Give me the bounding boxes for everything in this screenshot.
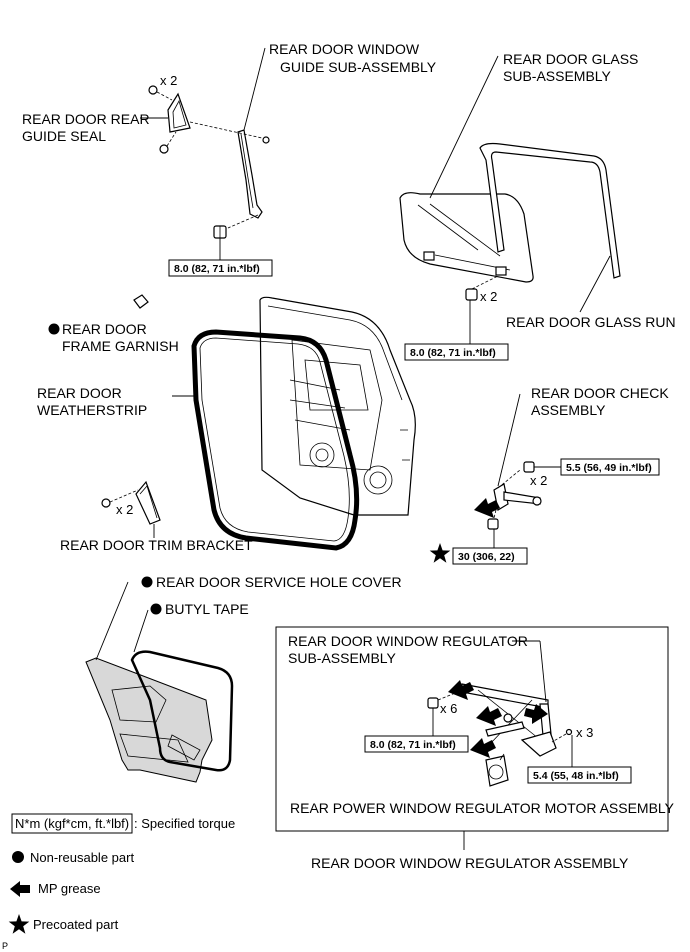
grease-arrow-1 (448, 680, 474, 700)
glass-leader (429, 55, 499, 199)
label-motor: REAR POWER WINDOW REGULATOR MOTOR ASSEMB… (290, 800, 675, 816)
corner-mark: P (2, 941, 8, 951)
legend-torque-box (11, 813, 133, 834)
service-hole-cover (85, 657, 213, 783)
motor-screw (551, 728, 573, 743)
label-regulator-1: REAR DOOR WINDOW REGULATOR (288, 633, 528, 649)
grease-arrow-check (474, 498, 500, 518)
label-trim-bracket: REAR DOOR TRIM BRACKET (60, 537, 253, 553)
label-check-2: ASSEMBLY (531, 402, 606, 418)
legend-grease: MP grease (38, 881, 101, 896)
glass-bolt (465, 275, 499, 301)
seal-screw-top (148, 85, 173, 101)
non-reusable-icon (141, 576, 153, 588)
label-garnish-2: FRAME GARNISH (62, 338, 179, 354)
weatherstrip (191, 329, 360, 551)
rear-guide-seal (167, 92, 263, 139)
legend-star-icon (8, 914, 30, 934)
torque-box-regulator (364, 735, 469, 753)
guide-leader (243, 47, 266, 131)
label-garnish-1: REAR DOOR (62, 321, 147, 337)
window-regulator (461, 683, 557, 757)
trim-bracket (109, 480, 161, 525)
torque-box-guide (168, 259, 273, 277)
label-seal-2: GUIDE SEAL (22, 128, 106, 144)
non-reusable-icon (48, 323, 60, 335)
torque-precoated: 30 (306, 22) (458, 551, 515, 563)
label-guide-2: GUIDE SUB-ASSEMBLY (280, 59, 437, 75)
qty-trim: x 2 (116, 502, 133, 517)
regulator-motor (485, 753, 509, 787)
butyl-tape (130, 650, 234, 772)
door-glass (399, 192, 534, 283)
grease-arrow-2 (476, 706, 502, 726)
bracket-screw (101, 498, 111, 508)
qty-glass: x 2 (480, 289, 497, 304)
legend-precoated: Precoated part (33, 917, 119, 932)
qty-check: x 2 (530, 473, 547, 488)
label-regulator-assembly: REAR DOOR WINDOW REGULATOR ASSEMBLY (311, 855, 629, 871)
legend-non-reusable-icon (12, 851, 24, 863)
check-bolt-precoated (487, 518, 499, 530)
non-reusable-icon (150, 603, 162, 615)
label-butyl: BUTYL TAPE (165, 601, 249, 617)
guide-bolt (213, 225, 227, 239)
torque-check: 5.5 (56, 49 in.*lbf) (566, 462, 652, 474)
check-bolt (523, 461, 535, 473)
legend-grease-arrow-icon (10, 881, 30, 897)
legend-torque: N*m (kgf*cm, ft.*lbf) (15, 816, 129, 831)
label-glass-1: REAR DOOR GLASS (503, 51, 638, 67)
torque-glass: 8.0 (82, 71 in.*lbf) (410, 347, 496, 359)
cover-leader (95, 581, 129, 661)
torque-motor: 5.4 (55, 48 in.*lbf) (533, 770, 619, 782)
qty-seal: x 2 (160, 73, 177, 88)
grease-arrow-4 (524, 704, 548, 724)
seal-screw-bottom (159, 131, 177, 154)
check-leader (497, 393, 521, 487)
legend-non-reusable: Non-reusable part (30, 850, 134, 865)
label-weather-2: WEATHERSTRIP (37, 402, 147, 418)
frame-garnish (133, 294, 149, 309)
torque-box-motor (527, 766, 632, 784)
window-guide-sub-assembly (227, 129, 263, 229)
torque-box-precoated (452, 547, 528, 565)
glass-run-leader (579, 255, 611, 313)
label-seal-1: REAR DOOR REAR (22, 111, 150, 127)
label-weather-1: REAR DOOR (37, 385, 122, 401)
label-regulator-2: SUB-ASSEMBLY (288, 650, 397, 666)
torque-box-glass (404, 343, 509, 361)
torque-guide: 8.0 (82, 71 in.*lbf) (174, 263, 260, 275)
qty-regulator: x 6 (440, 701, 457, 716)
glass-run (479, 142, 621, 279)
precoated-star-icon (429, 543, 451, 563)
guide-screw (262, 136, 270, 144)
regulator-group-box (275, 626, 669, 832)
label-glass-run: REAR DOOR GLASS RUN (506, 314, 676, 330)
tape-leader (133, 609, 149, 653)
label-glass-2: SUB-ASSEMBLY (503, 68, 612, 84)
label-check-1: REAR DOOR CHECK (531, 385, 669, 401)
torque-regulator: 8.0 (82, 71 in.*lbf) (370, 739, 456, 751)
regulator-leader-v (539, 640, 547, 703)
grease-arrow-3 (470, 738, 496, 758)
label-guide-1: REAR DOOR WINDOW (269, 41, 420, 57)
legend-torque-desc: : Specified torque (134, 816, 235, 831)
label-service-cover: REAR DOOR SERVICE HOLE COVER (156, 574, 402, 590)
qty-motor: x 3 (576, 725, 593, 740)
